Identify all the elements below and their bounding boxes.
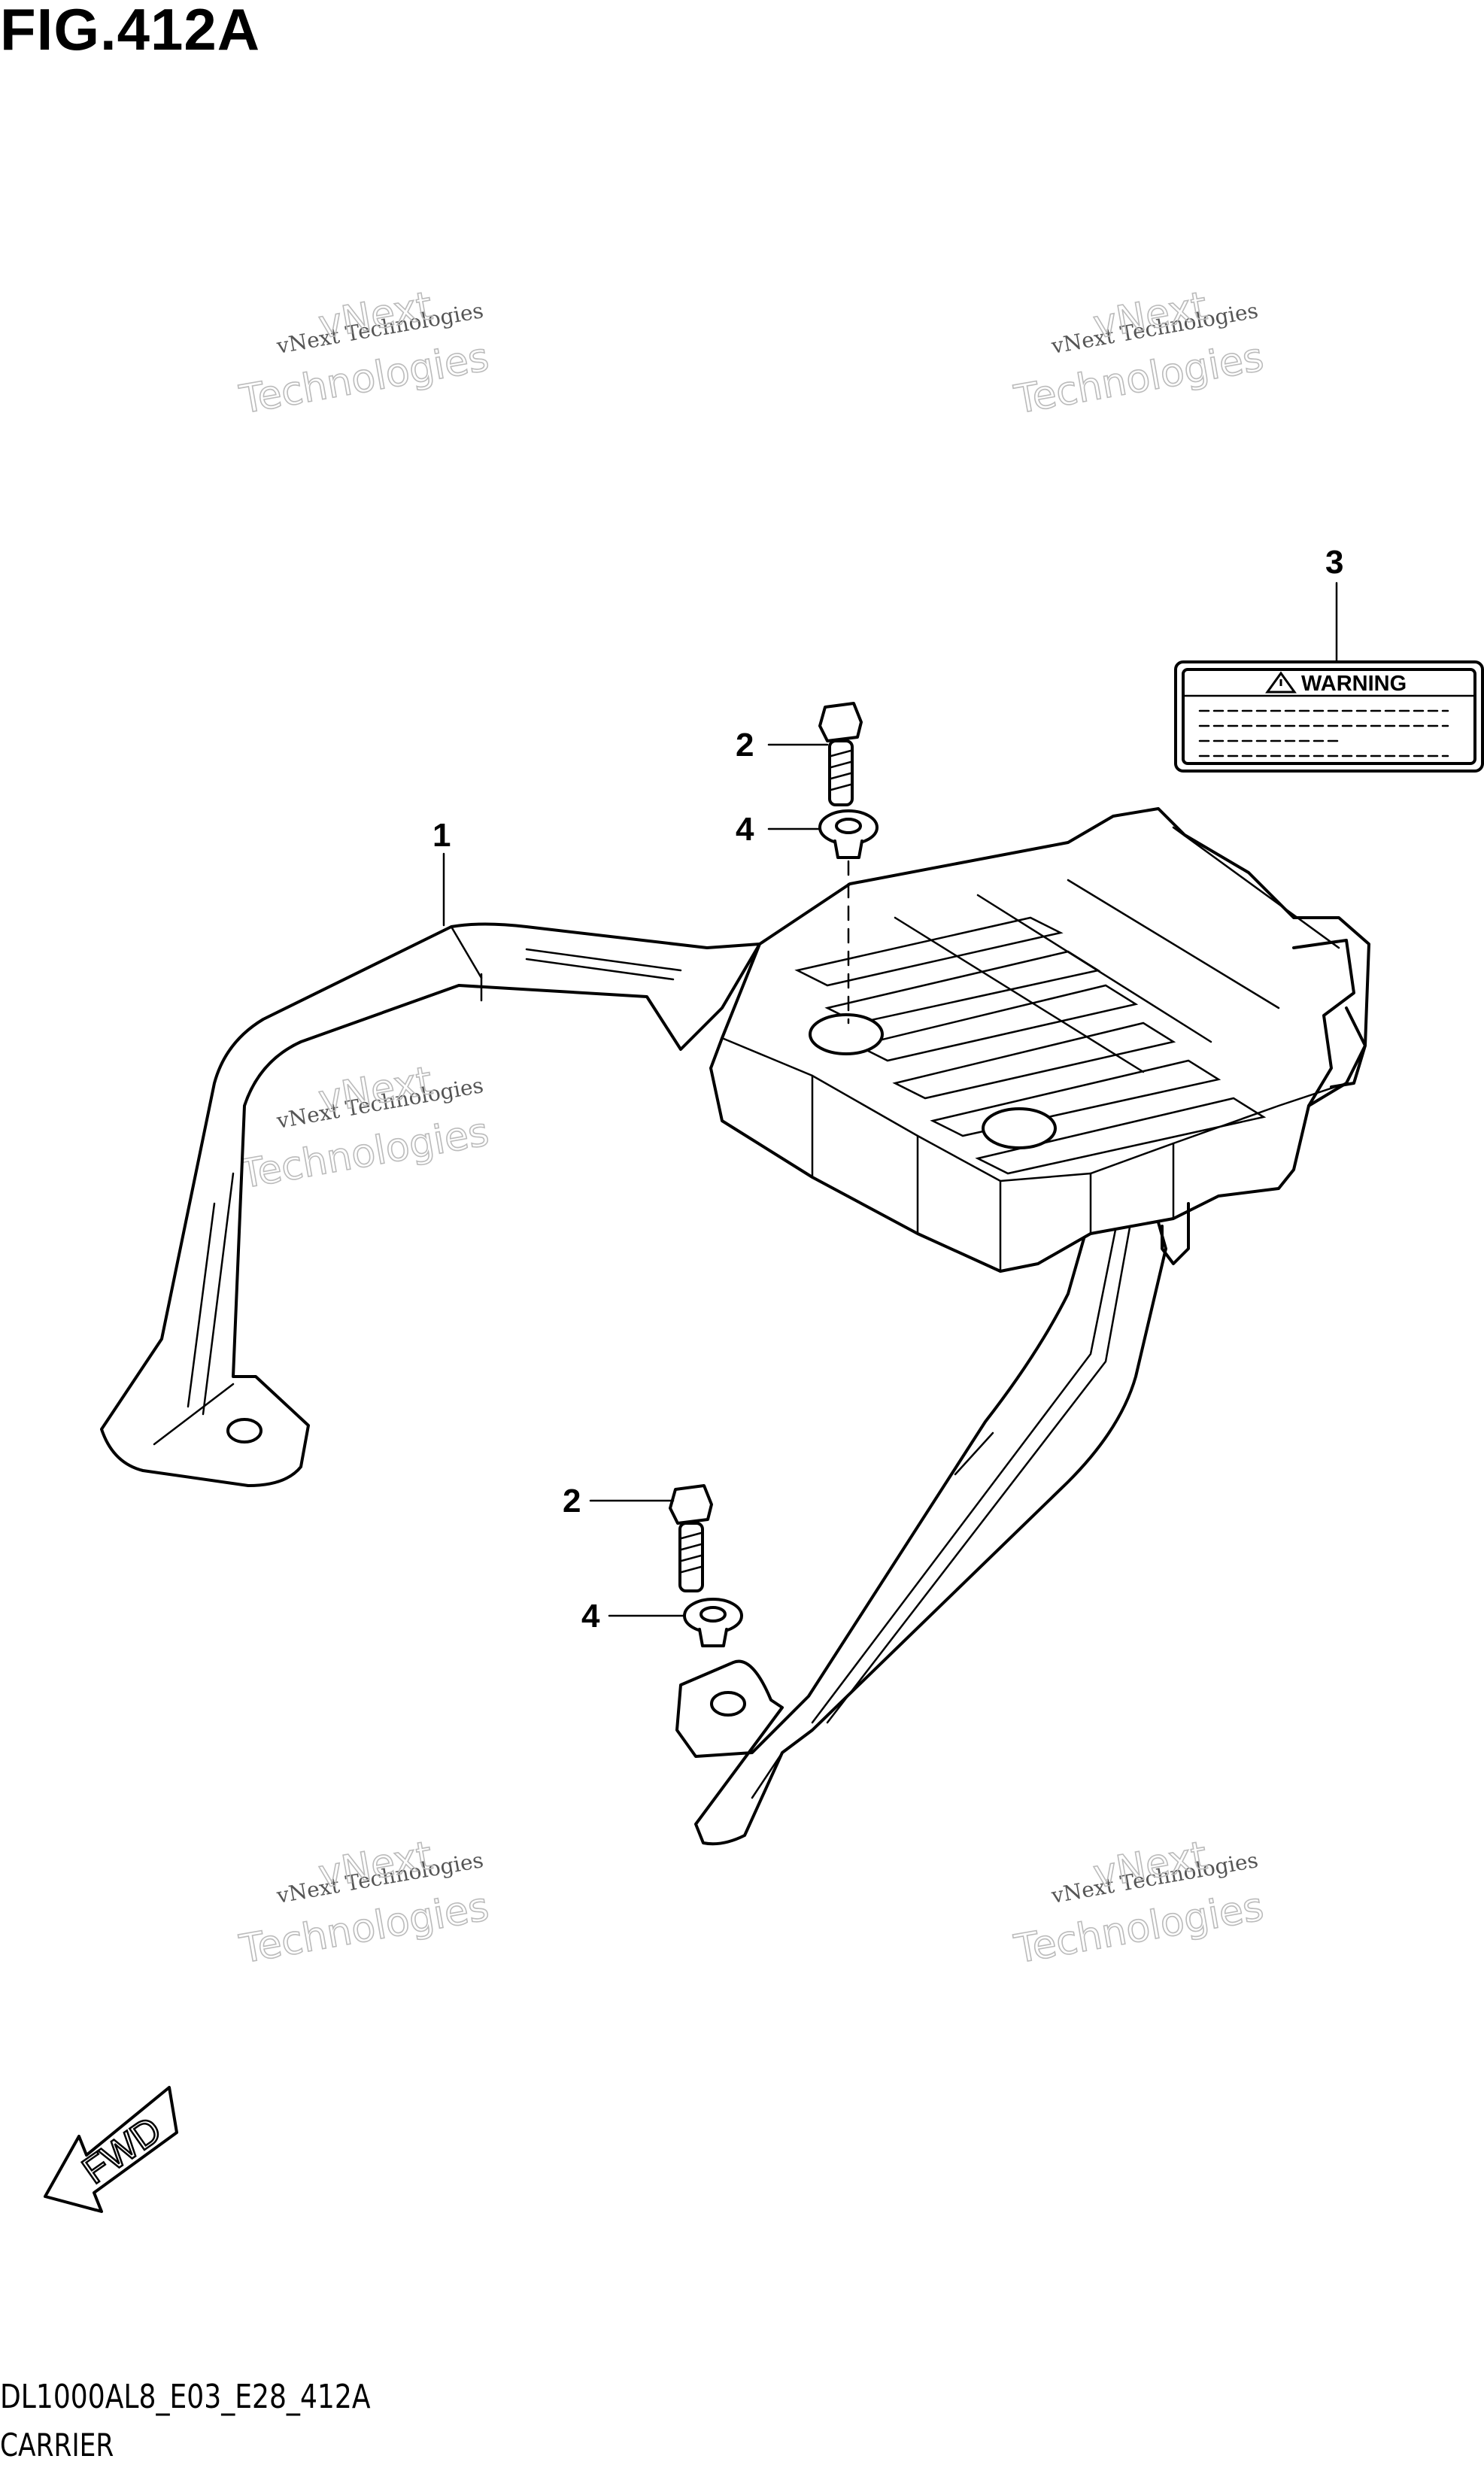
carrier-right-arm bbox=[675, 1187, 1167, 1846]
rack-bolt-recess-rear bbox=[982, 1107, 1057, 1149]
callout-3: 3 bbox=[1325, 544, 1343, 581]
svg-text:vNext: vNext bbox=[315, 1058, 435, 1122]
left-mount-hole bbox=[226, 1418, 263, 1443]
bolt-lower bbox=[669, 1484, 713, 1592]
svg-text:vNext: vNext bbox=[315, 1833, 435, 1897]
svg-text:Technologies: Technologies bbox=[1011, 335, 1267, 423]
callout-4-lower: 4 bbox=[581, 1598, 600, 1635]
svg-text:vNext: vNext bbox=[315, 284, 435, 348]
carrier-frame bbox=[100, 807, 1370, 1846]
svg-text:Technologies: Technologies bbox=[236, 1884, 492, 1972]
callout-2-lower: 2 bbox=[563, 1483, 581, 1519]
svg-text:vNext: vNext bbox=[1090, 284, 1210, 348]
svg-text:Technologies: Technologies bbox=[236, 1110, 492, 1198]
callout-2-upper: 2 bbox=[736, 727, 754, 763]
watermark-bottom-right: vNext Technologies vNext Technologies bbox=[1010, 1832, 1267, 1973]
carrier-left-arm bbox=[100, 922, 761, 1487]
rack-bolt-recess-front bbox=[809, 1013, 884, 1055]
warning-label: WARNING bbox=[1174, 660, 1484, 773]
forward-arrow-icon: FWD bbox=[44, 2086, 178, 2213]
figure-code: DL1000AL8_E03_E28_412A bbox=[0, 2378, 371, 2416]
warning-triangle-icon bbox=[1265, 671, 1297, 694]
watermark-top-left: vNext Technologies vNext Technologies bbox=[235, 283, 493, 423]
washer-lower bbox=[683, 1598, 743, 1647]
svg-text:Technologies: Technologies bbox=[1011, 1884, 1267, 1972]
watermark-mid-left: vNext Technologies vNext Technologies bbox=[235, 1058, 493, 1198]
warning-label-text: WARNING bbox=[1301, 672, 1407, 696]
watermark-bottom-left: vNext Technologies vNext Technologies bbox=[235, 1832, 493, 1973]
callout-1: 1 bbox=[432, 817, 451, 854]
callout-4-upper: 4 bbox=[736, 811, 754, 848]
svg-text:Technologies: Technologies bbox=[236, 335, 492, 423]
svg-text:vNext: vNext bbox=[1090, 1833, 1210, 1897]
figure-name: CARRIER bbox=[0, 2427, 114, 2463]
figure-title: FIG.412A bbox=[0, 0, 261, 62]
bolt-upper bbox=[818, 702, 863, 806]
washer-upper bbox=[818, 809, 879, 859]
right-mount-hole bbox=[710, 1691, 746, 1717]
watermark-top-right: vNext Technologies vNext Technologies bbox=[1010, 283, 1267, 423]
rack-platform bbox=[709, 807, 1370, 1273]
